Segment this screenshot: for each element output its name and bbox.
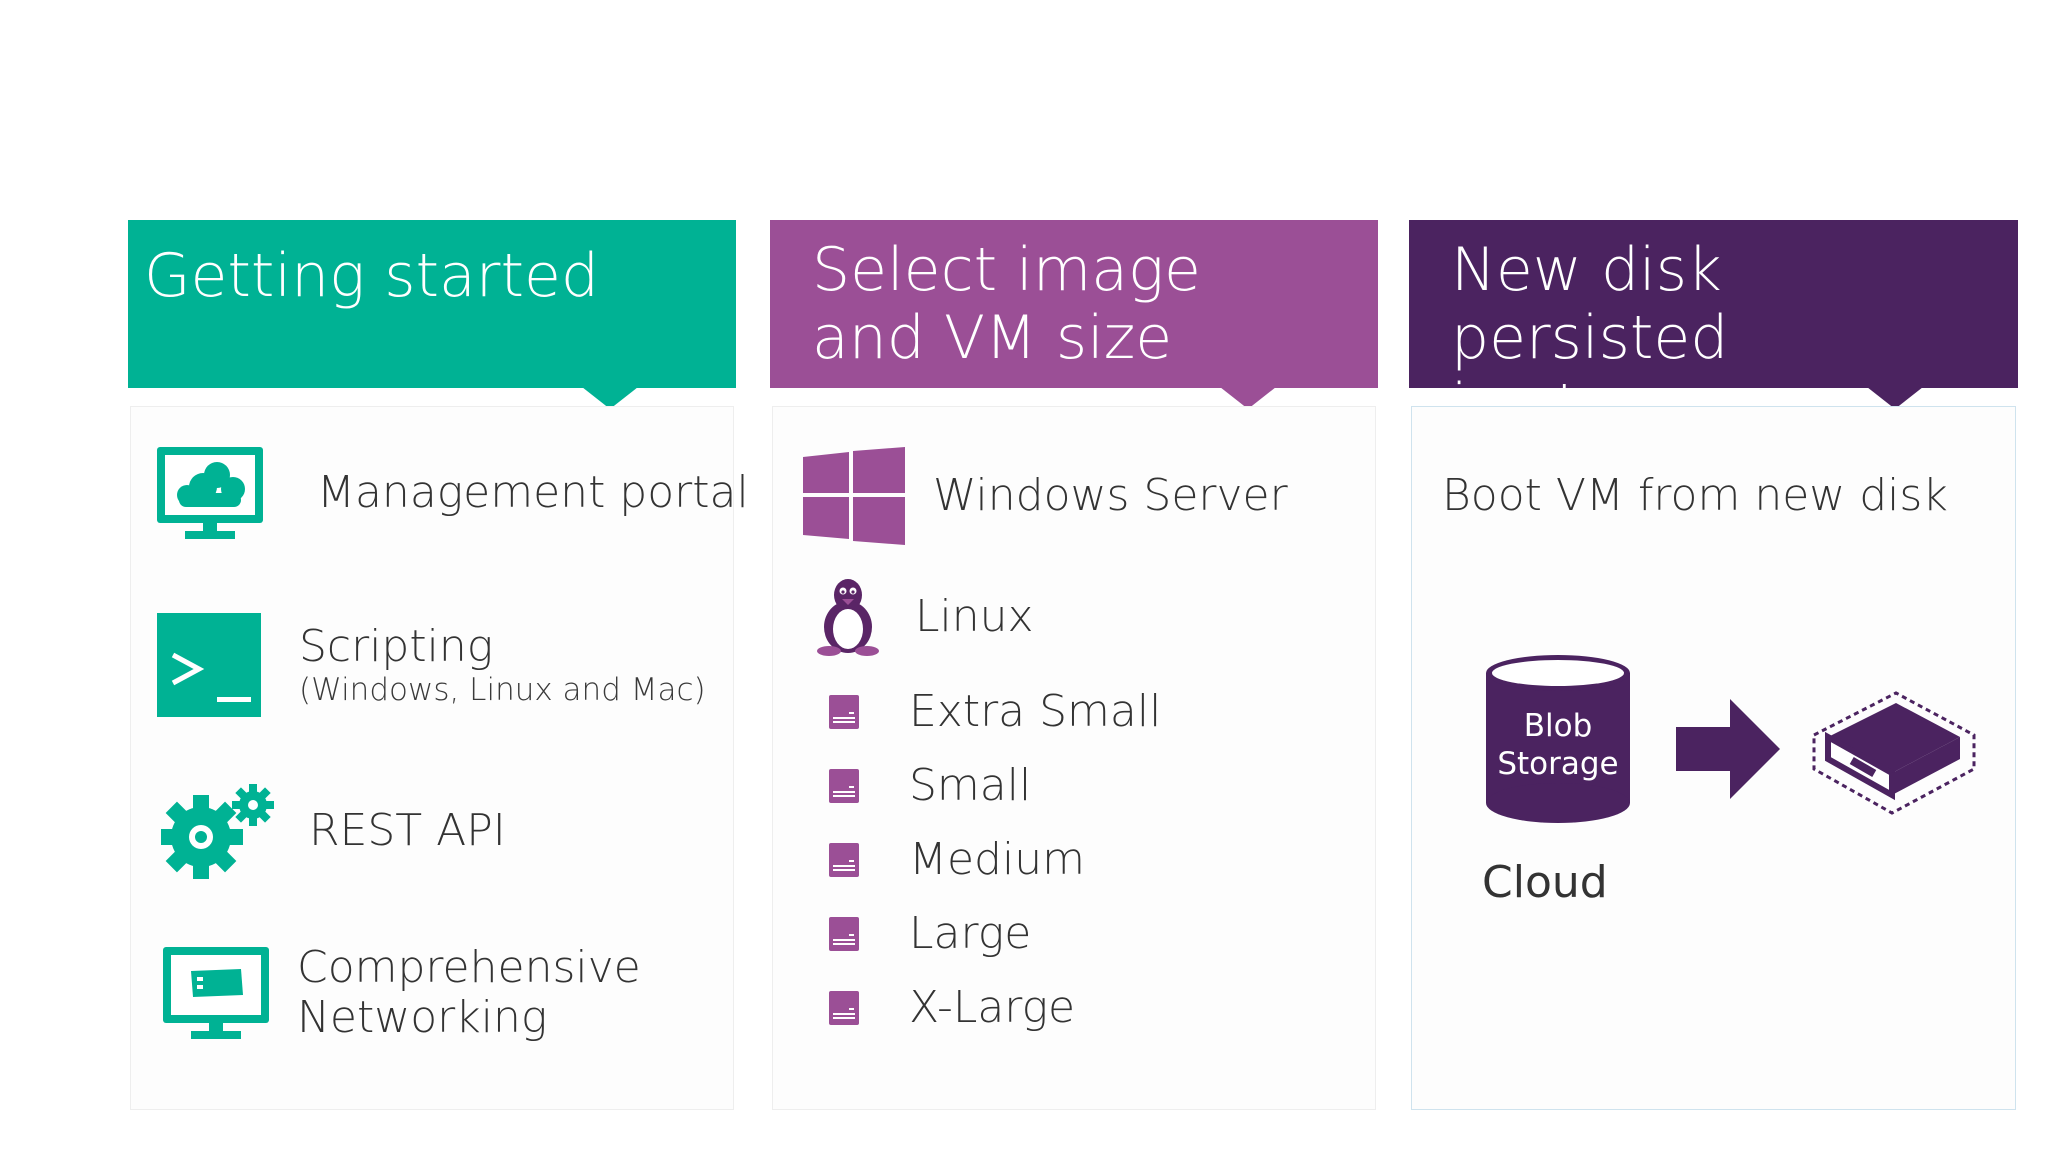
item-label: X-Large [909,982,1076,1033]
linux-penguin-icon [817,579,879,656]
drive-icon [829,769,859,803]
header-title: Getting started [144,241,599,311]
list-item-rest-api: REST API [161,783,506,879]
cloud-label: Cloud [1482,857,1608,908]
list-item-management-portal: Management portal [155,445,749,541]
blob-storage-label: Blob Storage [1497,708,1619,782]
server-disk-icon [1812,691,1976,815]
arrow-right-icon [1676,699,1780,799]
item-label: Extra Small [909,686,1162,737]
item-label: Linux [915,591,1034,642]
list-item-small: Small [829,761,1031,811]
item-label: Management portal [317,467,749,518]
monitor-network-icon [163,947,269,1039]
database-cylinder-icon [1486,655,1630,823]
list-item-scripting: Scripting (Windows, Linux and Mac) [157,613,706,717]
header-title: Select image and VM size [812,235,1201,373]
drive-icon [829,991,859,1025]
header-notch [582,387,638,409]
panel-subtitle: Boot VM from new disk [1442,470,1948,521]
list-item-large: Large [829,909,1031,959]
windows-logo-icon [803,447,905,545]
gears-icon [161,784,274,879]
header-notch [1867,387,1923,409]
panel-body: Windows Server Linux [772,406,1376,1110]
list-item-extra-small: Extra Small [829,687,1161,737]
item-sublabel: (Windows, Linux and Mac) [299,672,706,708]
item-label: Large [909,908,1032,959]
list-item-linux: Linux [813,577,1034,657]
item-label: Comprehensive Networking [297,942,641,1043]
header-notch [1220,387,1276,409]
item-label: Small [909,760,1032,811]
list-item-medium: Medium [829,835,1085,885]
list-item-windows-server: Windows Server [803,447,1288,545]
list-item-x-large: X-Large [829,983,1075,1033]
item-label: Medium [909,834,1085,885]
drive-icon [829,695,859,729]
header-new-disk: New disk persisted in storage [1409,220,2018,440]
terminal-icon [157,613,261,717]
drive-icon [829,917,859,951]
monitor-cloud-icon [157,447,263,539]
header-getting-started: Getting started [128,220,736,409]
drive-icon [829,843,859,877]
item-label: Windows Server [933,470,1288,521]
list-item-networking: Comprehensive Networking [161,943,641,1043]
item-label: Scripting [299,621,494,672]
panel-body: Management portal Scripting (Windows, Li… [130,406,749,1110]
panel-body: Boot VM from new disk Blob Storage Cloud [1411,406,2016,1110]
header-select-image: Select image and VM size [770,220,1378,409]
item-label: REST API [309,805,506,856]
